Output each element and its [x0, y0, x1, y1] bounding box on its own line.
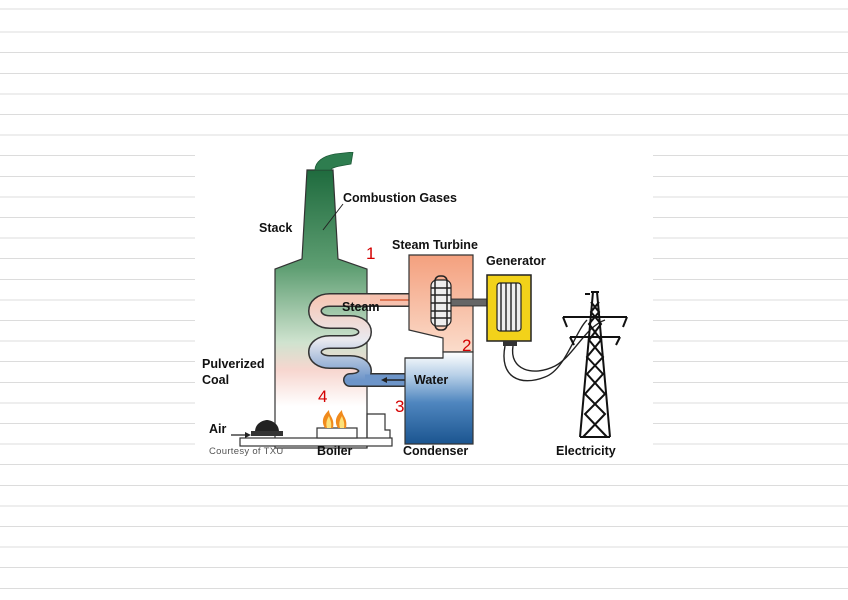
label-generator: Generator [486, 254, 546, 268]
marker-1: 1 [366, 244, 375, 263]
label-steam: Steam [342, 300, 380, 314]
furnace-floor [239, 437, 393, 447]
coal-hopper [255, 420, 279, 432]
coal-feeder [251, 431, 283, 436]
combustion-leader-line [322, 203, 344, 231]
turbine-rotor [430, 275, 452, 331]
marker-4: 4 [318, 387, 327, 406]
label-pulverized: Pulverized [202, 357, 265, 371]
marker-2: 2 [462, 336, 471, 355]
smoke-plume [314, 152, 354, 171]
label-boiler: Boiler [317, 444, 353, 458]
steam-coil [309, 294, 409, 386]
marker-3: 3 [395, 397, 404, 416]
generator-rotor [496, 282, 522, 332]
turbine-shaft [450, 298, 492, 307]
transmission-tower-icon [562, 291, 628, 438]
burner-box [316, 427, 358, 439]
air-arrow-icon [245, 432, 251, 438]
label-courtesy: Courtesy of TXU [209, 446, 284, 457]
flame-icon [322, 410, 347, 428]
generator-terminal [503, 341, 517, 346]
diagram-svg: Stack Combustion Gases Steam Turbine Gen… [202, 152, 628, 458]
label-air: Air [209, 422, 227, 436]
label-stack: Stack [259, 221, 292, 235]
label-coal: Coal [202, 373, 229, 387]
label-combustion-gases: Combustion Gases [343, 191, 457, 205]
label-condenser: Condenser [403, 444, 468, 458]
label-electricity: Electricity [556, 444, 616, 458]
power-plant-diagram: Stack Combustion Gases Steam Turbine Gen… [195, 152, 653, 464]
label-steam-turbine: Steam Turbine [392, 238, 478, 252]
condenser [404, 351, 474, 445]
label-water: Water [414, 373, 448, 387]
water-arrow-icon [381, 377, 387, 383]
